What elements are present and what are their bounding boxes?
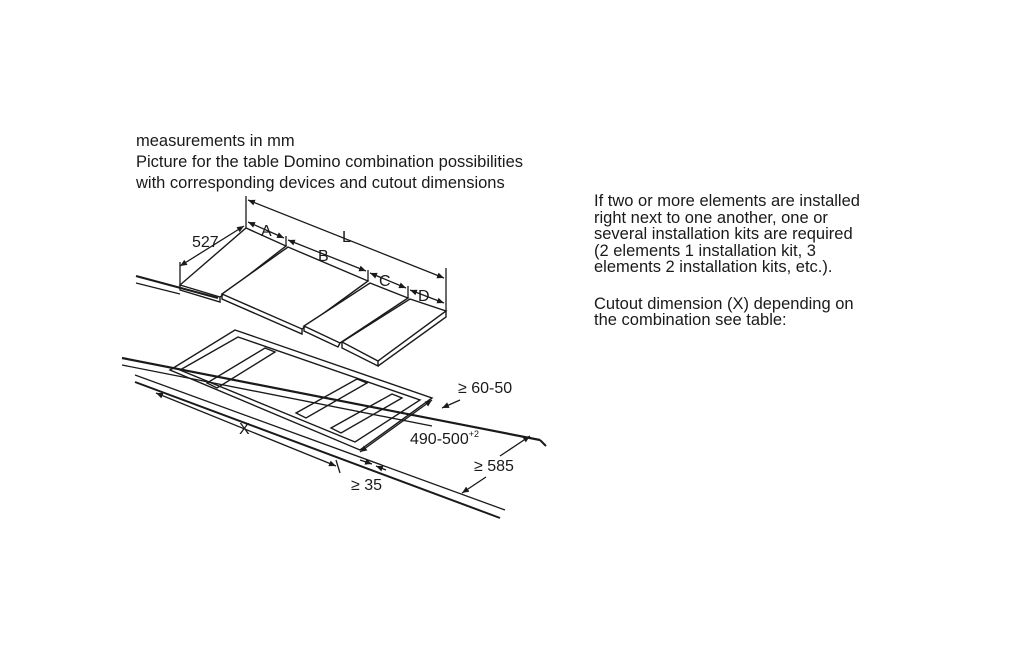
note-p1-line-1: If two or more elements are installed	[594, 192, 860, 210]
dimension-35	[359, 458, 387, 472]
label-60-50: ≥ 60-50	[458, 380, 512, 397]
note-p1-line-4: (2 elements 1 installation kit, 3	[594, 241, 816, 260]
label-x: X	[239, 421, 250, 438]
caption-line-3: with corresponding devices and cutout di…	[136, 174, 505, 192]
dimension-x	[155, 392, 341, 474]
note-p2-line-1: Cutout dimension (X) depending on	[594, 294, 854, 313]
note-p2-line-2: the combination see table:	[594, 311, 787, 329]
label-585: ≥ 585	[474, 458, 514, 475]
dimension-l	[247, 199, 447, 311]
upper-worktop-edge	[135, 274, 219, 300]
caption-line-1: measurements in mm	[136, 132, 295, 150]
note-p1-line-3: several installation kits are required	[594, 225, 853, 243]
dimension-490-500	[359, 399, 433, 453]
label-35: ≥ 35	[351, 477, 382, 494]
installation-note: If two or more elements are installed ri…	[594, 193, 924, 329]
label-b: B	[318, 248, 329, 265]
note-p1-line-2: right next to one another, one or	[594, 208, 828, 227]
label-c: C	[379, 273, 391, 290]
note-p1-line-5: elements 2 installation kits, etc.).	[594, 258, 833, 276]
label-a: A	[261, 223, 272, 240]
label-d: D	[418, 288, 430, 305]
hob-elements	[178, 227, 448, 368]
dimension-abcd	[247, 221, 445, 304]
dimension-585	[461, 435, 531, 494]
caption-line-2: Picture for the table Domino combination…	[136, 153, 524, 171]
label-490-500: 490-500+2	[410, 429, 479, 448]
label-l: L	[342, 229, 351, 246]
diagram-caption: measurements in mm Picture for the table…	[136, 131, 523, 194]
dimension-527	[179, 196, 247, 285]
dimension-60-50	[441, 399, 461, 409]
label-527: 527	[192, 234, 219, 251]
